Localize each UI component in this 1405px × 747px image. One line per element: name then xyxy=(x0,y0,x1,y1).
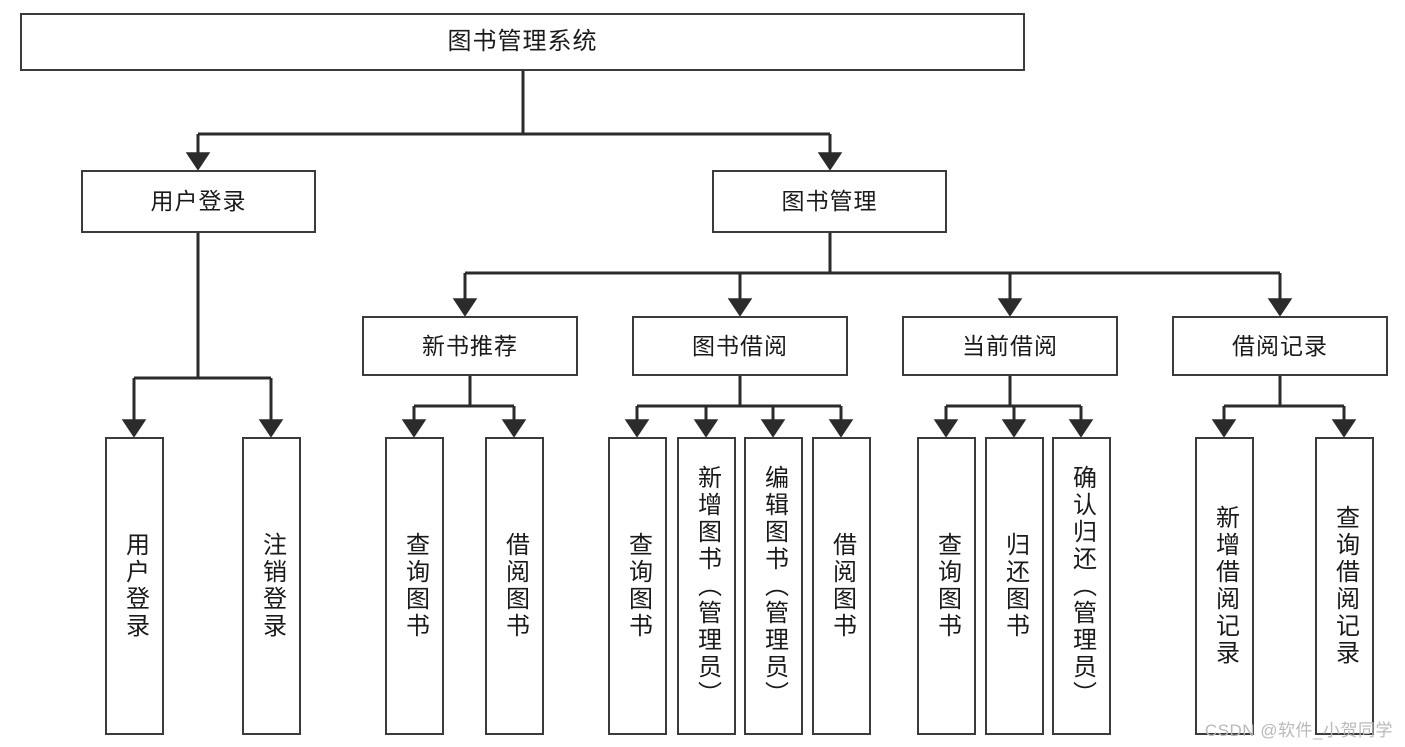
node-current-borrow[interactable]: 当前借阅 xyxy=(902,316,1118,376)
leaf-current-borrow-1[interactable]: 归还图书 xyxy=(985,437,1044,735)
node-borrow[interactable]: 图书借阅 xyxy=(632,316,848,376)
leaf-current-borrow-1-label: 归还图书 xyxy=(1001,532,1029,640)
leaf-borrow-record-0-label: 新增借阅记录 xyxy=(1211,505,1239,667)
node-login-label: 用户登录 xyxy=(150,188,247,215)
leaf-borrow-record-0[interactable]: 新增借阅记录 xyxy=(1195,437,1254,735)
leaf-current-borrow-2[interactable]: 确认归还（管理员） xyxy=(1052,437,1111,735)
leaf-borrow-record-1-label: 查询借阅记录 xyxy=(1331,505,1359,667)
leaf-login-1[interactable]: 注销登录 xyxy=(242,437,301,735)
leaf-current-borrow-2-label: 确认归还（管理员） xyxy=(1068,464,1096,708)
node-book-mgmt-label: 图书管理 xyxy=(781,188,878,215)
leaf-new-book-1-label: 借阅图书 xyxy=(501,532,529,640)
leaf-current-borrow-0-label: 查询图书 xyxy=(933,532,961,640)
node-book-mgmt[interactable]: 图书管理 xyxy=(712,170,947,233)
leaf-current-borrow-0[interactable]: 查询图书 xyxy=(917,437,976,735)
node-borrow-label: 图书借阅 xyxy=(692,332,788,359)
node-current-borrow-label: 当前借阅 xyxy=(962,332,1058,359)
node-borrow-record-label: 借阅记录 xyxy=(1232,332,1328,359)
node-root[interactable]: 图书管理系统 xyxy=(20,13,1025,71)
leaf-borrow-1-label: 新增图书（管理员） xyxy=(693,464,721,708)
leaf-borrow-2[interactable]: 编辑图书（管理员） xyxy=(744,437,803,735)
leaf-borrow-0[interactable]: 查询图书 xyxy=(608,437,667,735)
leaf-login-1-label: 注销登录 xyxy=(258,532,286,640)
leaf-borrow-record-1[interactable]: 查询借阅记录 xyxy=(1315,437,1374,735)
leaf-new-book-0-label: 查询图书 xyxy=(401,532,429,640)
leaf-login-0-label: 用户登录 xyxy=(121,532,149,640)
leaf-login-0[interactable]: 用户登录 xyxy=(105,437,164,735)
node-new-book[interactable]: 新书推荐 xyxy=(362,316,578,376)
node-root-label: 图书管理系统 xyxy=(447,28,598,56)
leaf-new-book-0[interactable]: 查询图书 xyxy=(385,437,444,735)
node-login[interactable]: 用户登录 xyxy=(81,170,316,233)
leaf-borrow-3-label: 借阅图书 xyxy=(828,532,856,640)
leaf-borrow-3[interactable]: 借阅图书 xyxy=(812,437,871,735)
node-new-book-label: 新书推荐 xyxy=(422,332,518,359)
node-borrow-record[interactable]: 借阅记录 xyxy=(1172,316,1388,376)
leaf-new-book-1[interactable]: 借阅图书 xyxy=(485,437,544,735)
leaf-borrow-0-label: 查询图书 xyxy=(624,532,652,640)
leaf-borrow-1[interactable]: 新增图书（管理员） xyxy=(677,437,736,735)
watermark: CSDN @软件_小贺同学 xyxy=(1204,721,1393,740)
leaf-borrow-2-label: 编辑图书（管理员） xyxy=(760,464,788,708)
